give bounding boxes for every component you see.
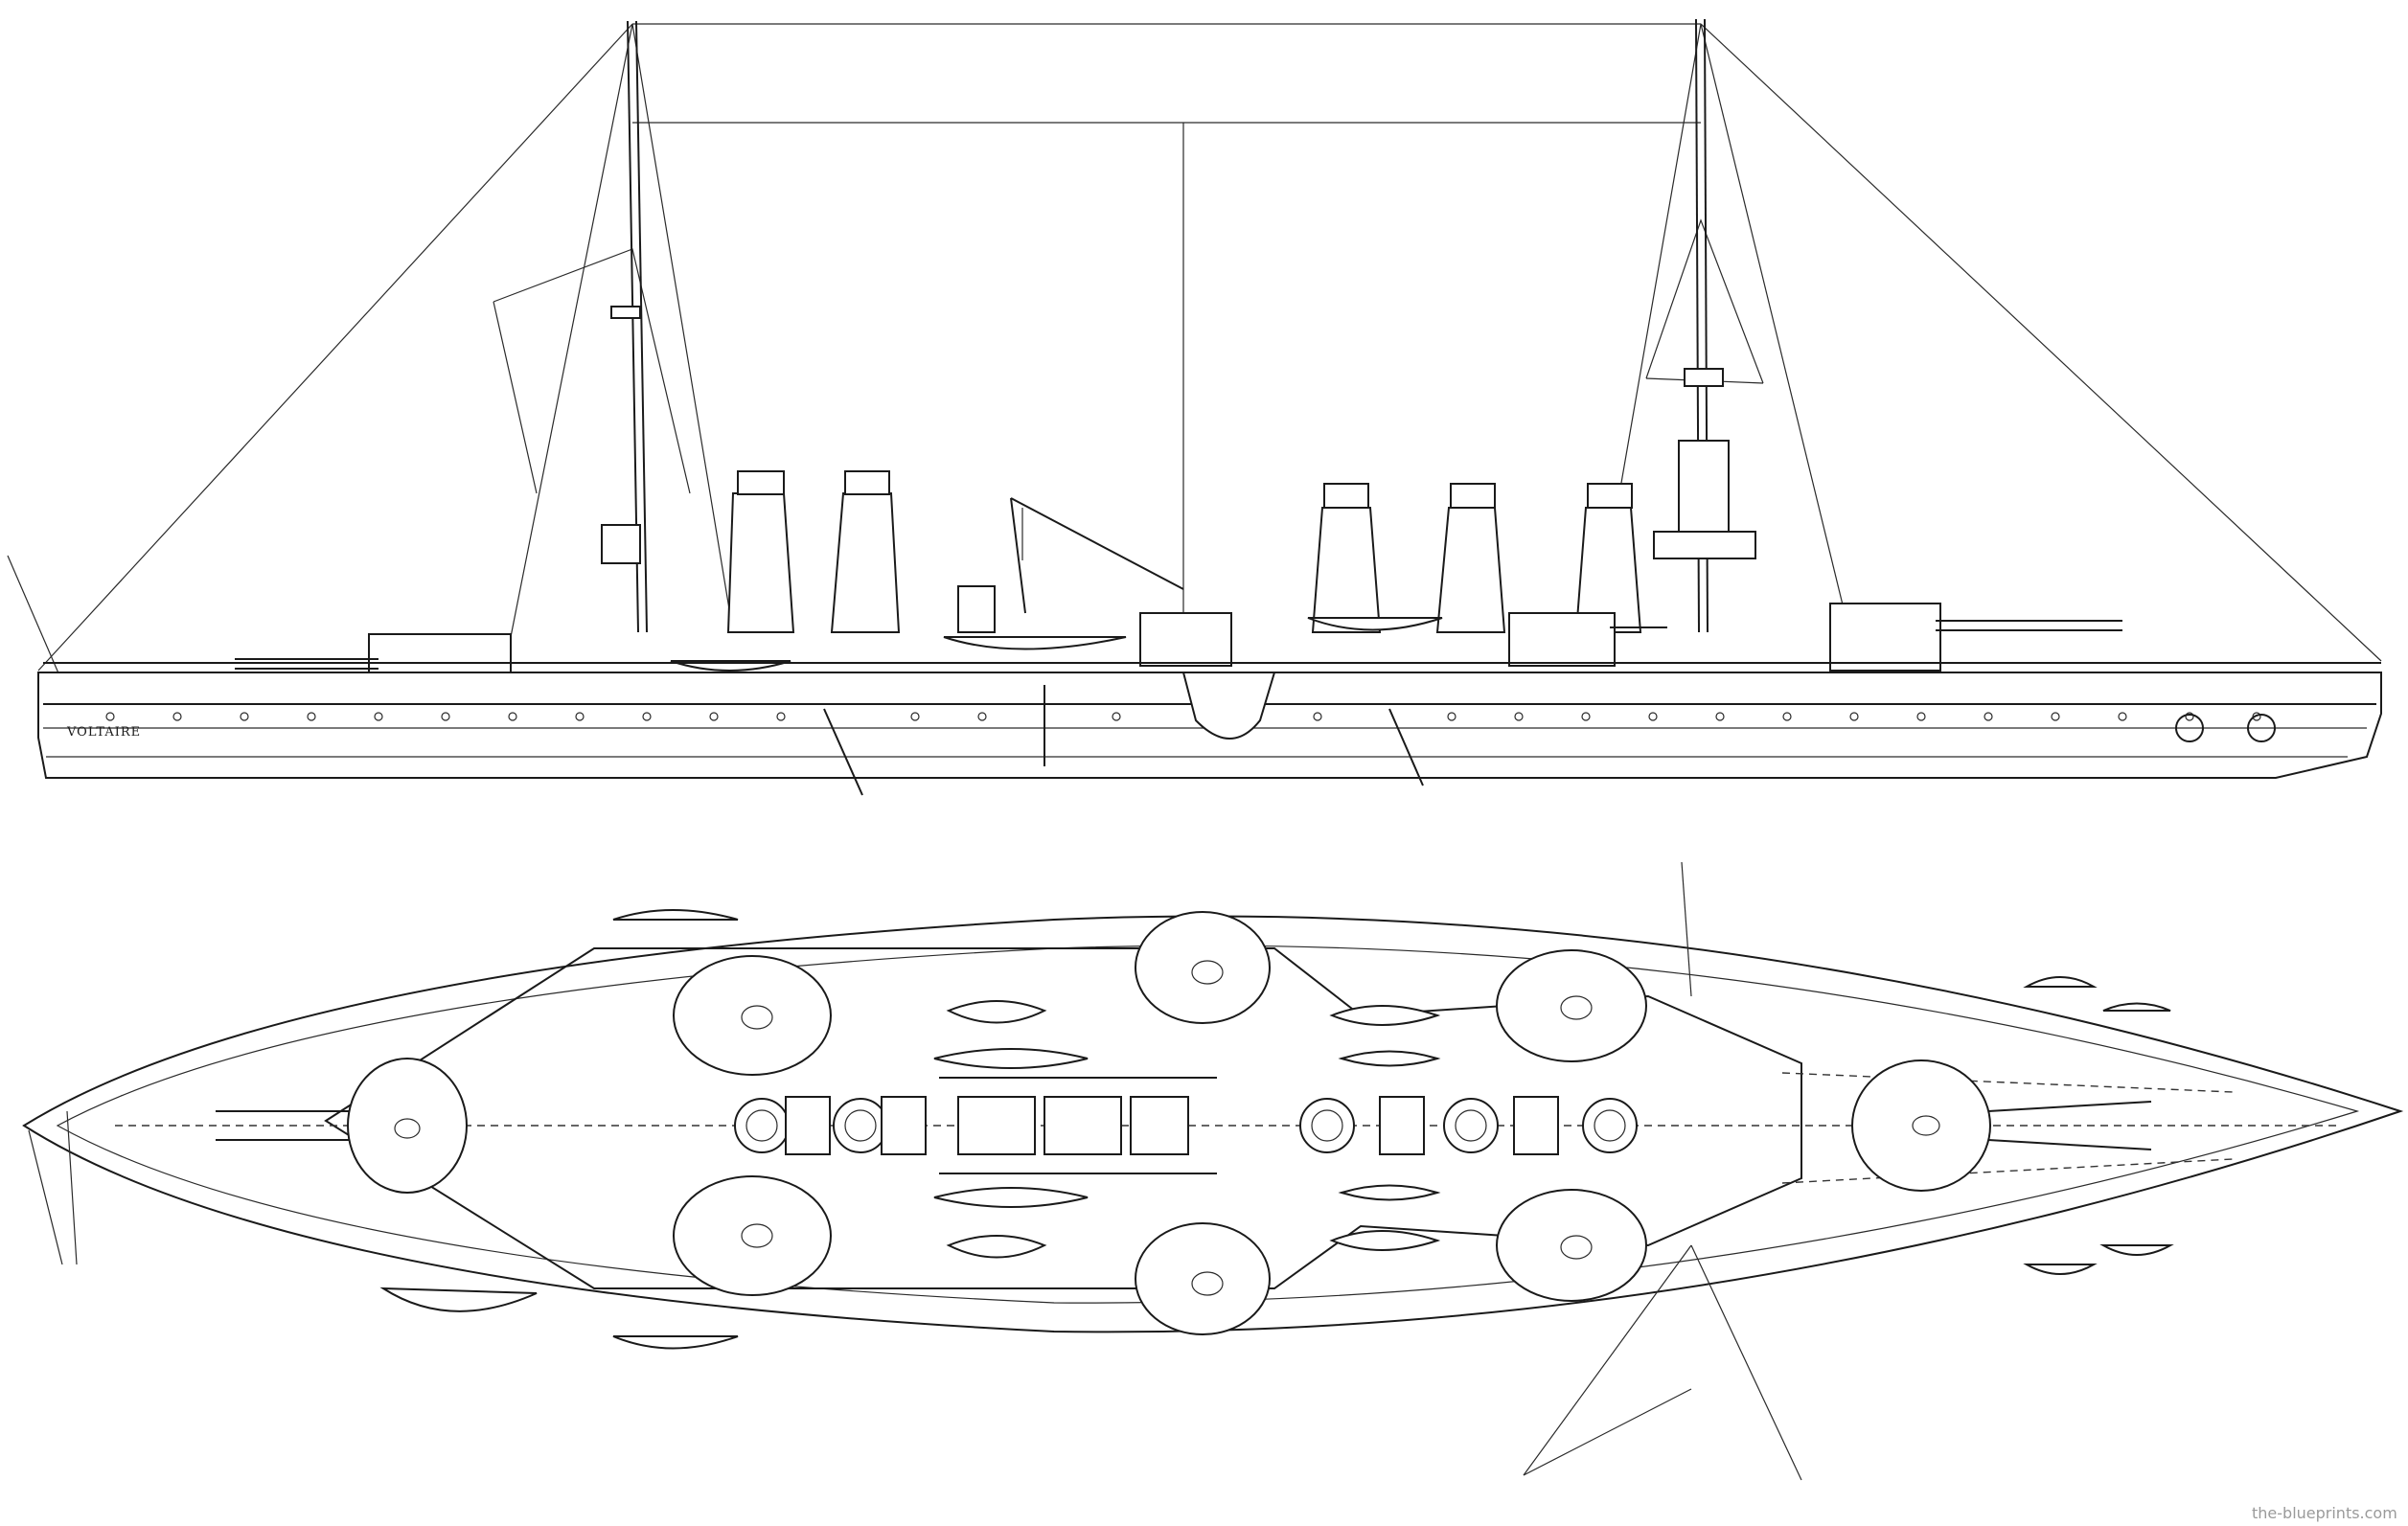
side-elevation: VOLTAIRE	[7, 18, 2382, 796]
deck-boats	[933, 1000, 1441, 1259]
anchors	[2175, 714, 2276, 742]
deck-hatches	[785, 1096, 1559, 1155]
mainmast	[1653, 18, 1756, 633]
foremast	[601, 20, 648, 633]
turrets-plan	[216, 911, 2152, 1335]
funnel-tops	[734, 1098, 1638, 1153]
crane-and-boats	[670, 497, 1443, 672]
ship-name-label: VOLTAIRE	[66, 725, 141, 740]
hull-side	[37, 662, 2382, 796]
watermark: the-blueprints.com	[2252, 1504, 2397, 1522]
funnels	[726, 470, 1642, 633]
hull-plan	[22, 915, 2404, 1333]
rigging	[7, 23, 2382, 676]
portholes	[105, 712, 2261, 721]
plan-view	[22, 861, 2404, 1481]
sponsons	[379, 909, 2174, 1350]
